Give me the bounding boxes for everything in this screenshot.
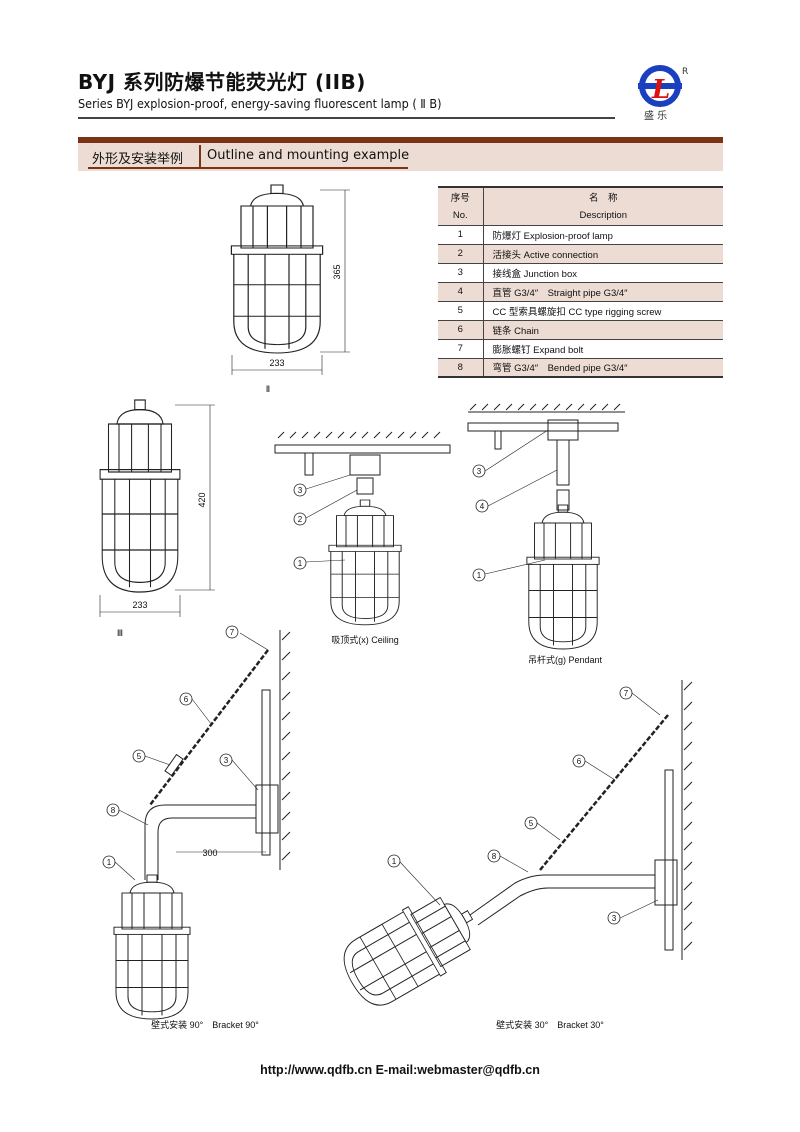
- svg-text:6: 6: [577, 757, 582, 766]
- svg-text:5: 5: [137, 752, 142, 761]
- ceiling-mount-drawing: [274, 431, 451, 626]
- page-title: BYJ 系列防爆节能荧光灯 (IIB): [78, 70, 366, 94]
- fig-label-iii: Ⅲ: [117, 628, 123, 638]
- section-underline: [88, 167, 408, 169]
- svg-text:1: 1: [477, 571, 482, 580]
- col-desc-cn: 名 称: [483, 187, 723, 206]
- svg-text:1: 1: [392, 857, 397, 866]
- col-desc-en: Description: [483, 206, 723, 226]
- svg-text:8: 8: [492, 852, 497, 861]
- caption-ceiling: 吸顶式(x) Ceiling: [331, 634, 399, 645]
- fig-label-ii: Ⅱ: [266, 384, 270, 394]
- page-subtitle: Series BYJ explosion-proof, energy-savin…: [78, 96, 442, 111]
- caption-bracket-90: 壁式安装 90° Bracket 90°: [151, 1019, 259, 1030]
- caption-bracket-30: 壁式安装 30° Bracket 30°: [496, 1019, 604, 1030]
- svg-text:3: 3: [612, 914, 617, 923]
- col-no-cn: 序号: [438, 187, 484, 206]
- section-title-en: Outline and mounting example: [207, 148, 410, 163]
- logo-letter: L: [651, 75, 670, 105]
- section-divider: [199, 145, 201, 168]
- svg-text:4: 4: [480, 502, 485, 511]
- dim-bracket-length: 300: [202, 848, 217, 858]
- callout-numbers: 3 2 1 3 4 1 7 6 5 3 8 1 7 6 5 8 1 3: [107, 467, 629, 923]
- svg-text:1: 1: [107, 858, 112, 867]
- section-title-cn: 外形及安装举例: [92, 152, 184, 167]
- company-logo: L R 盛 乐: [638, 65, 688, 122]
- lamp-outline-ii: [230, 184, 324, 354]
- svg-text:8: 8: [111, 806, 116, 815]
- svg-text:3: 3: [477, 467, 482, 476]
- col-no-en: No.: [438, 206, 484, 226]
- dim-height-ii: 365: [332, 264, 342, 279]
- dim-width-iii: 233: [132, 600, 147, 610]
- bracket-30-drawing: [332, 680, 693, 1017]
- svg-text:7: 7: [230, 628, 235, 637]
- dim-width-ii: 233: [269, 358, 284, 368]
- svg-text:盛 乐: 盛 乐: [644, 109, 667, 122]
- pendant-mount-drawing: [467, 403, 625, 650]
- callout-leaders: [114, 429, 661, 919]
- svg-text:7: 7: [624, 689, 629, 698]
- dim-height-iii: 420: [197, 492, 207, 507]
- svg-text:R: R: [682, 67, 688, 77]
- svg-text:5: 5: [529, 819, 534, 828]
- title-rule: [78, 117, 615, 119]
- svg-text:2: 2: [298, 515, 303, 524]
- section-band: [78, 143, 723, 171]
- svg-text:1: 1: [298, 559, 303, 568]
- svg-text:6: 6: [184, 695, 189, 704]
- section-bar: [78, 137, 723, 143]
- caption-pendant: 吊杆式(g) Pendant: [528, 654, 603, 665]
- dimension-lines: [99, 189, 350, 617]
- callout-circles: [102, 464, 633, 925]
- lamp-outline-iii: [99, 399, 181, 593]
- svg-text:3: 3: [298, 486, 303, 495]
- bracket-90-drawing: [113, 630, 291, 1020]
- footer-contact: http://www.qdfb.cn E-mail:webmaster@qdfb…: [260, 1063, 540, 1077]
- svg-text:3: 3: [224, 756, 229, 765]
